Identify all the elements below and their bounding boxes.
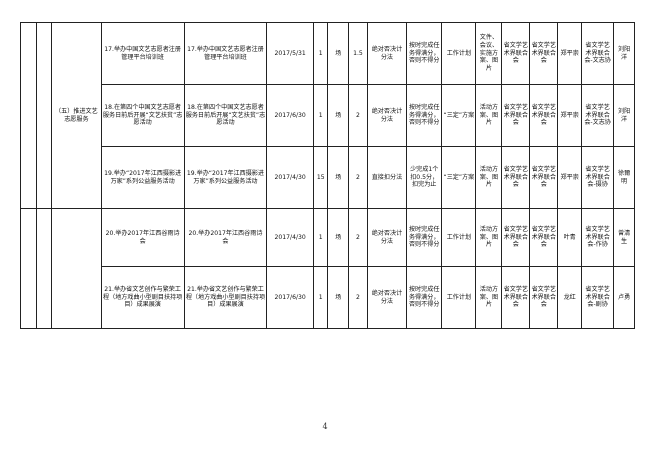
item-cell: 21.举办省文艺创作与繁荣工程（地方戏曲小型剧目扶持项目）成果展演 — [100, 266, 185, 329]
count-cell: 15 — [312, 146, 329, 209]
material-cell: 活动方案、图片 — [475, 208, 503, 267]
date-cell: 2017/6/30 — [266, 266, 314, 329]
item-cell: 18.在第四个中国文艺志愿者服务日前后开展“文艺扶贫”志愿活动 — [100, 84, 185, 147]
outer-blank-cell — [20, 22, 37, 209]
responsible-unit-cell: 省文学艺术界联合会 — [529, 266, 559, 329]
evidence-cell: 工作计划 — [441, 266, 477, 329]
outer-blank-cell — [35, 22, 53, 209]
standard-cell: 按时完成任务得满分，否则不得分 — [406, 22, 443, 85]
responsible-unit-cell: 省文学艺术界联合会 — [529, 22, 559, 85]
unit-cell: 场 — [327, 84, 350, 147]
task-table: （五）推进文艺志愿服务 17.举办中国文艺志愿者注册管理平台培训班 17.举办中… — [20, 22, 635, 329]
item-cell: 19.举办“2017年江西摄影进万家”系列公益服务活动 — [100, 146, 185, 209]
count-cell: 1 — [312, 266, 329, 329]
method-cell: 绝对否决计分法 — [366, 22, 408, 85]
leader-cell: 郑平崇 — [557, 22, 583, 85]
method-cell: 绝对否决计分法 — [366, 84, 408, 147]
unit-cell: 场 — [327, 146, 350, 209]
department-cell: 省文学艺术界联合会-文志协 — [581, 22, 615, 85]
item-cell: 20.举办2017年江西谷雨诗会 — [100, 208, 185, 267]
score-cell: 2 — [348, 146, 368, 209]
table-row: 20.举办2017年江西谷雨诗会 20.举办2017年江西谷雨诗会 2017/4… — [20, 208, 635, 329]
lead-unit-cell: 省文学艺术界联合会 — [501, 208, 531, 267]
score-cell: 2 — [348, 84, 368, 147]
leader-cell: 龙红 — [557, 266, 583, 329]
material-cell: 文件、会议、实施方案、图片 — [475, 22, 503, 85]
standard-cell: 按时完成任务得满分，否则不得分 — [406, 208, 443, 267]
content-cell: 21.举办省文艺创作与繁荣工程（地方戏曲小型剧目扶持项目）成果展演 — [183, 266, 268, 329]
lead-unit-cell: 省文学艺术界联合会 — [501, 266, 531, 329]
contact-cell: 刘阳洋 — [613, 22, 635, 85]
department-cell: 省文学艺术界联合会-剧协 — [581, 266, 615, 329]
standard-cell: 按时完成任务得满分，否则不得分 — [406, 266, 443, 329]
contact-cell: 卢勇 — [613, 266, 635, 329]
evidence-cell: 工作计划 — [441, 208, 477, 267]
standard-cell: 按时完成任务得满分，否则不得分 — [406, 84, 443, 147]
material-cell: 活动方案、图片 — [475, 146, 503, 209]
responsible-unit-cell: 省文学艺术界联合会 — [529, 84, 559, 147]
lead-unit-cell: 省文学艺术界联合会 — [501, 146, 531, 209]
date-cell: 2017/4/30 — [266, 208, 314, 267]
outer-blank-cell — [35, 208, 53, 329]
department-cell: 省文学艺术界联合会-摄协 — [581, 146, 615, 209]
date-cell: 2017/4/30 — [266, 146, 314, 209]
leader-cell: 郑平崇 — [557, 84, 583, 147]
evidence-cell: 工作计划 — [441, 22, 477, 85]
standard-cell: 少完成1个扣0.5分，扣完为止 — [406, 146, 443, 209]
lead-unit-cell: 省文学艺术界联合会 — [501, 84, 531, 147]
table-row: 19.举办“2017年江西摄影进万家”系列公益服务活动 19.举办“2017年江… — [21, 146, 635, 209]
leader-cell: 叶青 — [557, 208, 583, 267]
count-cell: 1 — [312, 84, 329, 147]
section-blank-cell — [51, 208, 102, 329]
responsible-unit-cell: 省文学艺术界联合会 — [529, 146, 559, 209]
department-cell: 省文学艺术界联合会-文志协 — [581, 84, 615, 147]
count-cell: 1 — [312, 22, 329, 85]
date-cell: 2017/5/31 — [266, 22, 314, 85]
content-cell: 18.在第四个中国文艺志愿者服务日前后开展“文艺扶贫”志愿活动 — [183, 84, 268, 147]
method-cell: 绝对否决计分法 — [366, 266, 408, 329]
department-cell: 省文学艺术界联合会-作协 — [581, 208, 615, 267]
page-number: 4 — [322, 422, 328, 431]
contact-cell: 徐爾明 — [613, 146, 635, 209]
lead-unit-cell: 省文学艺术界联合会 — [501, 22, 531, 85]
count-cell: 1 — [312, 208, 329, 267]
unit-cell: 场 — [327, 266, 350, 329]
content-cell: 17.举办中国文艺志愿者注册管理平台培训班 — [183, 22, 268, 85]
unit-cell: 场 — [327, 22, 350, 85]
score-cell: 2 — [348, 266, 368, 329]
table-row: （五）推进文艺志愿服务 17.举办中国文艺志愿者注册管理平台培训班 17.举办中… — [20, 22, 635, 209]
content-cell: 19.举办“2017年江西摄影进万家”系列公益服务活动 — [183, 146, 268, 209]
date-cell: 2017/6/30 — [266, 84, 314, 147]
responsible-unit-cell: 省文学艺术界联合会 — [529, 208, 559, 267]
table-row: 18.在第四个中国文艺志愿者服务日前后开展“文艺扶贫”志愿活动 18.在第四个中… — [21, 84, 635, 147]
evidence-cell: “三定”方案 — [441, 84, 477, 147]
outer-blank-cell — [20, 208, 37, 329]
evidence-cell: “三定”方案 — [441, 146, 477, 209]
leader-cell: 郑平崇 — [557, 146, 583, 209]
section-label-cell: （五）推进文艺志愿服务 — [51, 22, 102, 209]
method-cell: 绝对否决计分法 — [366, 208, 408, 267]
contact-cell: 刘阳洋 — [613, 84, 635, 147]
content-cell: 20.举办2017年江西谷雨诗会 — [183, 208, 268, 267]
score-cell: 1.5 — [348, 22, 368, 85]
material-cell: 活动方案、图片 — [475, 266, 503, 329]
method-cell: 直接扣分法 — [366, 146, 408, 209]
contact-cell: 曾清生 — [613, 208, 635, 267]
unit-cell: 场 — [327, 208, 350, 267]
item-cell: 17.举办中国文艺志愿者注册管理平台培训班 — [100, 22, 185, 85]
material-cell: 活动方案、图片 — [475, 84, 503, 147]
score-cell: 2 — [348, 208, 368, 267]
table-row: 21.举办省文艺创作与繁荣工程（地方戏曲小型剧目扶持项目）成果展演 21.举办省… — [21, 266, 635, 329]
